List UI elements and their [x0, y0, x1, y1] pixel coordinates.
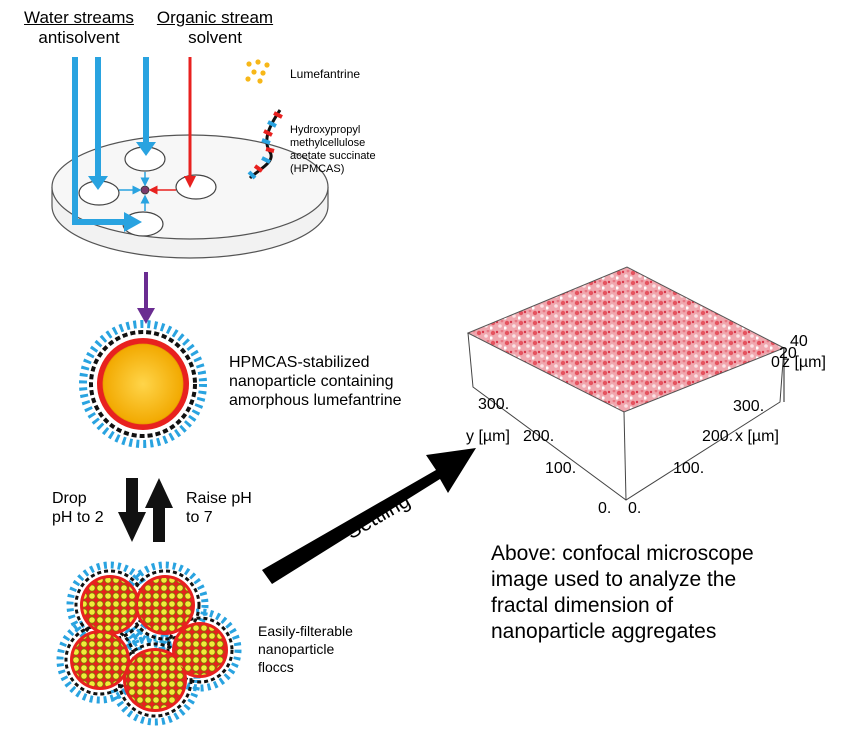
hpmcas-label-3: acetate succinate — [290, 150, 376, 162]
nanoparticle-label-2: nanoparticle containing — [229, 373, 394, 390]
x-tick-300: 300. — [733, 398, 765, 415]
y-tick-0: 0. — [598, 500, 612, 517]
confocal-3d-plot — [466, 266, 786, 501]
floccs-label-2: nanoparticle — [258, 641, 335, 657]
nanoparticle-label-3: amorphous lumefantrine — [229, 392, 402, 409]
caption-line-2: image used to analyze the — [491, 568, 737, 591]
hpmcas-label-2: methylcellulose — [290, 137, 366, 149]
settling-arrow — [262, 448, 476, 584]
lumefantrine-dots-icon — [245, 59, 270, 84]
floccs-label-1: Easily-filterable — [258, 623, 353, 639]
nanoparticle-label-1: HPMCAS-stabilized — [229, 354, 370, 371]
y-axis-label: y [µm] — [466, 428, 510, 445]
floccs-label-3: floccs — [258, 659, 294, 675]
lumefantrine-label: Lumefantrine — [290, 67, 361, 81]
nanoparticle-icon — [79, 320, 207, 448]
y-tick-300: 300. — [478, 396, 510, 413]
x-tick-0: 0. — [628, 500, 642, 517]
caption-line-3: fractal dimension of — [491, 594, 674, 617]
raise-label-2: to 7 — [186, 509, 213, 526]
caption-line-1: Above: confocal microscope — [491, 542, 754, 565]
organic-stream-subtitle: solvent — [188, 28, 242, 47]
water-streams-title: Water streams — [24, 8, 134, 27]
x-axis-label: x [µm] — [735, 428, 779, 445]
raise-label-1: Raise pH — [186, 490, 252, 507]
hpmcas-chain-icon — [247, 109, 283, 180]
hpmcas-label-1: Hydroxypropyl — [290, 124, 361, 136]
mixing-arrows — [119, 172, 176, 211]
x-tick-200: 200. — [702, 428, 734, 445]
caption-line-4: nanoparticle aggregates — [491, 620, 717, 643]
organic-stream-heading: Organic stream solvent — [152, 8, 278, 48]
water-stream-arrows — [72, 57, 149, 225]
z-tick-40: 40 — [790, 333, 808, 350]
z-tick-20: 20 — [779, 345, 797, 362]
drop-label-1: Drop — [52, 490, 87, 507]
hpmcas-label-4: (HPMCAS) — [290, 163, 345, 175]
y-tick-100: 100. — [545, 460, 577, 477]
z-tick-0: 0 — [771, 354, 780, 371]
drop-label-2: pH to 2 — [52, 509, 104, 526]
z-axis-label: z [µm] — [782, 354, 826, 371]
x-tick-100: 100. — [673, 460, 705, 477]
water-arrowheads — [88, 142, 156, 232]
y-tick-200: 200. — [523, 428, 555, 445]
organic-stream-title: Organic stream — [156, 8, 274, 27]
water-streams-heading: Water streams antisolvent — [20, 8, 138, 48]
ph-arrows — [118, 478, 173, 542]
floccs-cluster-icon — [56, 561, 242, 726]
water-streams-subtitle: antisolvent — [38, 28, 120, 47]
